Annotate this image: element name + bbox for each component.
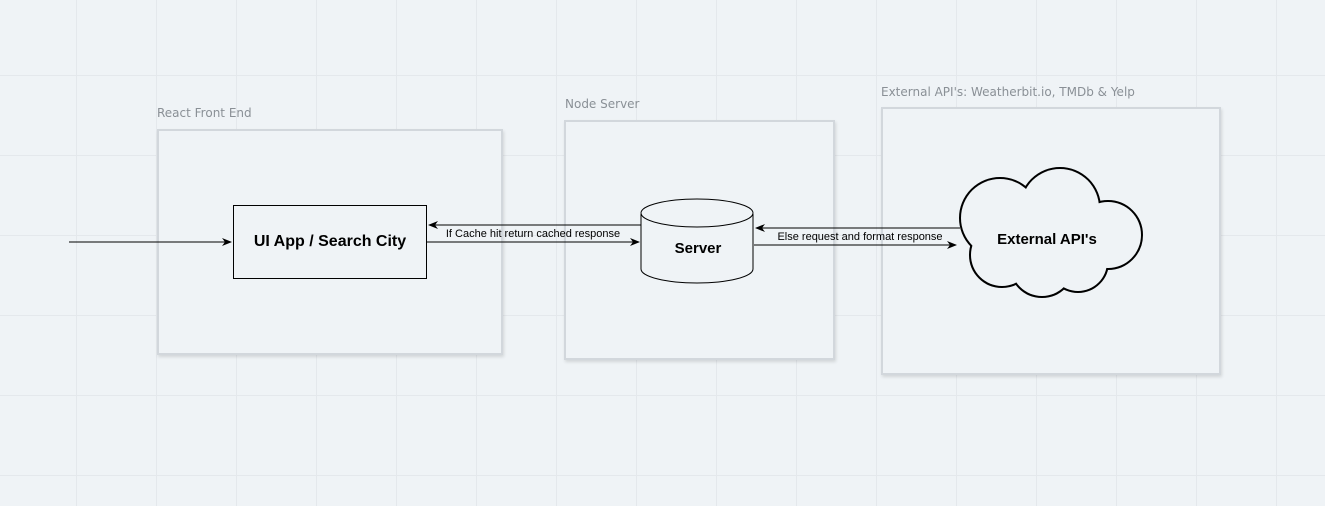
- external-container-title: External API's: Weatherbit.io, TMDb & Ye…: [881, 85, 1135, 99]
- server-label: Server: [675, 240, 722, 257]
- external-api-node[interactable]: External API's: [959, 167, 1143, 298]
- ui-app-node[interactable]: UI App / Search City: [233, 205, 427, 279]
- else-request-label: Else request and format response: [777, 231, 942, 243]
- server-container[interactable]: [564, 120, 835, 360]
- server-node[interactable]: Server: [640, 198, 754, 284]
- external-api-label: External API's: [997, 231, 1097, 248]
- server-container-title: Node Server: [565, 97, 640, 111]
- ui-app-label: UI App / Search City: [253, 233, 407, 250]
- frontend-container-title: React Front End: [157, 106, 252, 120]
- cache-hit-label: If Cache hit return cached response: [446, 228, 620, 240]
